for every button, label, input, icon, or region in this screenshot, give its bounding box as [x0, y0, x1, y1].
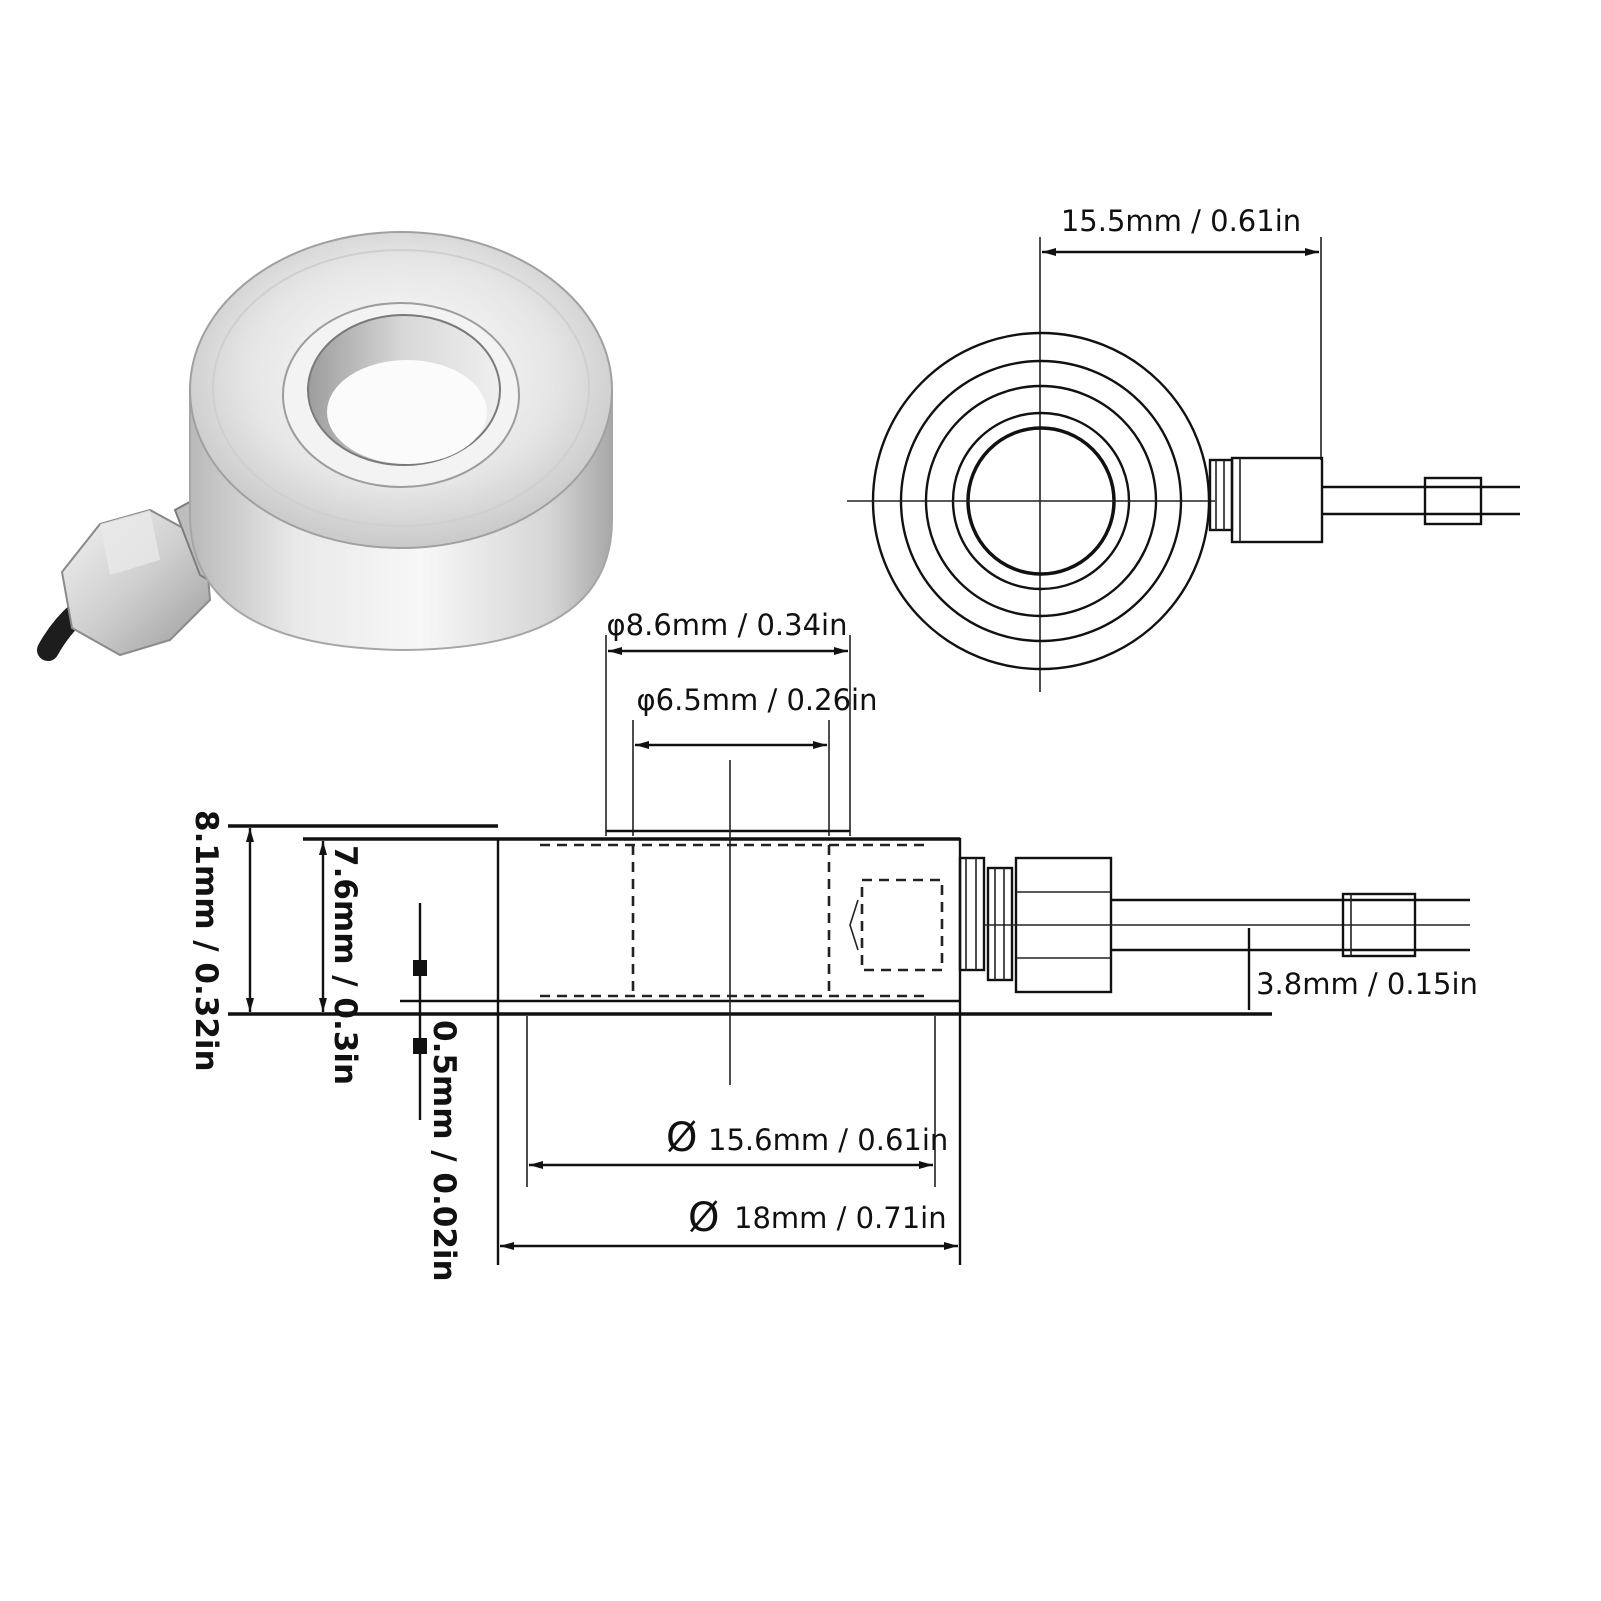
step-label: 0.5mm / 0.02in — [426, 1020, 462, 1282]
hex-nut — [60, 508, 212, 657]
total-height-label: 8.1mm / 0.32in — [188, 810, 224, 1072]
outer-diameter-symbol-icon: Ø — [688, 1195, 719, 1241]
side-body — [496, 837, 962, 1016]
top-view-drawing: 15.5mm / 0.61in — [847, 204, 1520, 692]
body-height-label: 7.6mm / 0.3in — [327, 845, 363, 1085]
side-view-drawing: φ8.6mm / 0.34in φ6.5mm / 0.26in — [188, 608, 1478, 1282]
inner-hole-label: φ6.5mm / 0.26in — [637, 683, 878, 717]
outer-diameter-label: 18mm / 0.71in — [734, 1201, 947, 1235]
outer-hole-label: φ8.6mm / 0.34in — [607, 608, 848, 642]
base-diameter-label: 15.6mm / 0.61in — [708, 1123, 948, 1157]
top-width-label: 15.5mm / 0.61in — [1061, 204, 1301, 238]
product-photo — [37, 231, 613, 661]
cable-height-label: 3.8mm / 0.15in — [1256, 967, 1478, 1001]
base-diameter-symbol-icon: Ø — [666, 1115, 697, 1161]
